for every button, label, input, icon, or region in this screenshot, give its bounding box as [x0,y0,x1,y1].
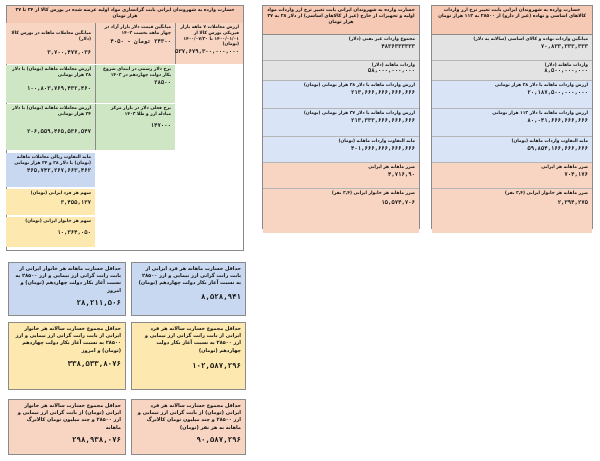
basic-diff-label: مابه التفاوت واردات ماهانه (تومان) [511,139,588,144]
basic-avg-value: ۷۰,۸۳۳,۳۳۳,۳۳۳ [540,43,588,50]
summary-monthly-person-value: ۸,۵۲۸,۹۴۱ [200,291,241,301]
basic-household-label: ضرر ماهانه هر خانوار ایرانی (۳,۴ نفر) [504,191,588,196]
nonoil-monthly-label: واردات ماهانه (دلار) [371,63,415,68]
summary-monthly-person-text: حداقل خسارت ماهانه هر فرد ایرانی از بابت… [138,266,241,287]
basic-diff-row: مابه التفاوت واردات ماهانه (تومان) ۵۹,۸۵… [432,137,592,163]
nonoil-monthly-value: ۵۸,۰۰۰,۰۰۰,۰۰۰ [367,67,415,74]
person-share-cell: سهم هر فرد ایرانی (تومان) ۳,۴۵۵,۱۳۷ [6,189,95,215]
basic-28k-row: ارزش واردات ماهانه با دلار ۲۸ هزار تومان… [432,81,592,109]
bourse-trade-value-label: ارزش معاملات ۷ ماهه بازار فیزیکی بورس کا… [180,25,239,48]
basic-monthly-row: واردات ماهانه (دلار) ۸,۵۰۰,۰۰۰,۰۰۰ [432,61,592,81]
basic-diff-value: ۵۹,۸۵۴,۱۶۶,۶۶۶,۶۶۶ [527,145,588,152]
basic-person-label: ضرر ماهانه هر ایرانی [541,165,588,170]
basic-person-value: ۷۰۴,۱۷۶ [564,171,588,178]
basic-avg-label: میانگین واردات نهاده و کالای اساسی (سالا… [473,37,588,42]
summary-coupon-person: حداقل مجموع خسارت سالانه هر فرد ایرانی (… [131,399,246,455]
panel-basic-header: خسارت وارده به شهروندان ایرانی بابت تغیی… [432,6,592,35]
summary-monthly-household-value: ۲۸,۲۱۱,۵۰۶ [76,297,122,307]
summary-annual-household-value: ۳۳۸,۵۳۳,۸۰۷۶ [67,358,121,368]
basic-113k-row: ارزش واردات ماهانه با دلار ۱۱۳ هزار توما… [432,109,592,137]
nonoil-diff-value: ۴۰۱,۶۶۶,۶۶۶,۶۶۶,۶۶۶ [351,145,415,152]
avg-dollar-value: ۲۴۳۰۰ تومان - ۴۰۵۰ [110,38,171,45]
trade-24k-label: ارزش معاملات ماهانه (تومان) با دلار ۲۴ ه… [12,106,91,117]
nonoil-household-label: ضرر ماهانه هر خانوار ایرانی (۳,۴ نفر) [331,191,415,196]
basic-monthly-value: ۸,۵۰۰,۰۰۰,۰۰۰ [544,67,588,74]
current-dollar-cell: نرخ فعلی دلار در بازار مرکز مبادله ارز و… [95,104,175,150]
rial-diff-value: ۴۶۵,۷۴۲,۲۶۷,۶۶۳,۴۶۲ [27,167,91,174]
panel-basic-goods: خسارت وارده به شهروندان ایرانی بابت تغیی… [431,5,593,233]
nonoil-37k-label: ارزش واردات ماهانه با دلار ۳۷ هزار تومان… [303,111,415,116]
trade-24k-cell: ارزش معاملات ماهانه (تومان) با دلار ۲۴ ه… [6,104,95,150]
official-dollar-value: ۲۸۵۰۰ [154,79,171,86]
nonoil-total-label: مجموع واردات غیر نفتی (دلار) [348,37,415,42]
nonoil-household-row: ضرر ماهانه هر خانوار ایرانی (۳,۴ نفر) ۱۵… [263,189,419,233]
nonoil-28k-row: ارزش واردات ماهانه با دلار ۲۸ هزار تومان… [263,81,419,109]
summary-coupon-person-text: حداقل مجموع خسارت سالانه هر فرد ایرانی (… [137,403,241,431]
summary-coupon-person-value: ۹۰,۵۸۷,۲۹۶ [196,434,242,444]
basic-avg-row: میانگین واردات نهاده و کالای اساسی (سالا… [432,35,592,61]
summary-annual-household: حداقل مجموع خسارت سالانه هر خانوار ایران… [8,322,126,390]
nonoil-person-value: ۴,۷۱۶,۹۰ [388,171,415,178]
rial-diff-cell: مابه التفاوت ریالی معاملات ماهانه (تومان… [6,153,95,187]
bourse-trade-value: ۵۳۷,۶۷۹,۳۰۰,۰۰۰,۰۰۰ [175,49,239,56]
nonoil-person-label: ضرر ماهانه هر ایرانی [368,165,415,170]
nonoil-37k-value: ۲۱۳,۳۳۳,۶۶۶,۶۶۶,۶۶۶ [351,117,415,124]
current-dollar-value: ۱۴۷۰۰۰ [150,122,171,129]
basic-monthly-label: واردات ماهانه (دلار) [544,63,588,68]
basic-113k-label: ارزش واردات ماهانه با دلار ۱۱۳ هزار توما… [492,111,588,116]
nonoil-28k-value: ۲۱۳,۶۶۶,۶۶۶,۶۶۶,۶۶۶ [351,89,415,96]
official-dollar-label: نرخ دلار رسمی در ابتدای شروع بکار دولت چ… [102,67,171,78]
basic-28k-value: ۲۰,۱۸۷,۵۰۰,۰۰۰,۰۰۰ [527,89,588,96]
trade-28k-cell: ارزش معاملات ماهانه (تومان) با دلار ۲۸ ه… [6,65,95,103]
summary-coupon-household: حداقل مجموع خسارت سالانه هر خانوار ایران… [8,399,126,455]
rial-diff-label: مابه التفاوت ریالی معاملات ماهانه (تومان… [14,155,91,166]
nonoil-household-value: ۱۵,۵۷۴,۷۰۶ [381,199,415,206]
monthly-avg-cell: میانگین معاملات ماهانه در بورس کالا (دلا… [6,23,95,64]
nonoil-total-value: ۴۸۳۶۳۳۳۳۳۳ [381,43,415,50]
trade-24k-value: ۲۰۶,۵۵۹,۴۶۵,۵۳۶,۵۴۷ [27,128,91,135]
basic-household-row: ضرر ماهانه هر خانوار ایرانی (۳,۴ نفر) ۲,… [432,189,592,233]
summary-monthly-household: حداقل خسارت ماهانه هر خانوار ایرانی از ب… [8,262,126,316]
summary-annual-person-text: حداقل مجموع خسارت سالانه هر فرد ایرانی ا… [144,326,241,354]
panel-nonoil-imports: خسارت وارده به شهروندان ایرانی بابت تغیی… [262,5,420,233]
nonoil-diff-row: مابه التفاوت واردات ماهانه (تومان) ۴۰۱,۶… [263,137,419,163]
nonoil-total-row: مجموع واردات غیر نفتی (دلار) ۴۸۳۶۳۳۳۳۳۳ [263,35,419,61]
avg-dollar-label: میانگین قیمت دلار بازار آزاد در چهار ماه… [104,25,172,36]
monthly-avg-label: میانگین معاملات ماهانه در بورس کالا (دلا… [11,31,91,42]
panel-nonoil-header: خسارت وارده به شهروندان ایرانی بابت تغیی… [263,6,419,35]
panel-bourse-loss: خسارت وارده به شهروندان ایرانی بابت گران… [6,5,244,251]
basic-28k-label: ارزش واردات ماهانه با دلار ۲۸ هزار تومان… [494,83,588,88]
basic-person-row: ضرر ماهانه هر ایرانی ۷۰۴,۱۷۶ [432,163,592,189]
current-dollar-label: نرخ فعلی دلار در بازار مرکز مبادله ارز و… [110,106,171,117]
bourse-trade-value-cell: ارزش معاملات ۷ ماهه بازار فیزیکی بورس کا… [175,23,243,64]
summary-monthly-household-text: حداقل خسارت ماهانه هر خانوار ایرانی از ب… [15,266,121,294]
household-share-cell: سهم هر خانوار ایرانی (تومان) ۱۰,۳۶۴,۰۵۰ [6,217,95,247]
official-dollar-cell: نرخ دلار رسمی در ابتدای شروع بکار دولت چ… [95,65,175,103]
nonoil-37k-row: ارزش واردات ماهانه با دلار ۳۷ هزار تومان… [263,109,419,137]
basic-113k-value: ۸۰,۰۴۱,۶۶۶,۶۶۶,۶۶۶ [527,117,588,124]
nonoil-monthly-row: واردات ماهانه (دلار) ۵۸,۰۰۰,۰۰۰,۰۰۰ [263,61,419,81]
nonoil-28k-label: ارزش واردات ماهانه با دلار ۲۸ هزار تومان… [303,83,415,88]
household-share-value: ۱۰,۳۶۴,۰۵۰ [57,229,91,236]
trade-28k-value: ۱۰۰,۸۰۳,۷۶۹,۴۳۲,۴۶۰ [27,85,91,92]
summary-annual-household-text: حداقل مجموع خسارت سالانه هر خانوار ایران… [15,326,121,354]
summary-annual-person: حداقل مجموع خسارت سالانه هر فرد ایرانی ا… [131,322,246,390]
trade-28k-label: ارزش معاملات ماهانه (تومان) با دلار ۲۸ ه… [12,67,91,78]
basic-household-value: ۲,۳۹۴,۲۷۵ [557,199,588,206]
summary-monthly-person: حداقل خسارت ماهانه هر فرد ایرانی از بابت… [131,262,246,316]
person-share-value: ۳,۴۵۵,۱۳۷ [60,199,91,206]
household-share-label: سهم هر خانوار ایرانی (تومان) [25,219,91,224]
summary-coupon-household-text: حداقل مجموع خسارت سالانه هر خانوار ایران… [17,403,121,431]
monthly-avg-value: ۳,۷۰۰,۴۷۷,۰۳۶ [47,49,91,56]
nonoil-diff-label: مابه التفاوت واردات ماهانه (تومان) [338,139,415,144]
avg-dollar-cell: میانگین قیمت دلار بازار آزاد در چهار ماه… [95,23,175,64]
nonoil-person-row: ضرر ماهانه هر ایرانی ۴,۷۱۶,۹۰ [263,163,419,189]
summary-coupon-household-value: ۲۹۸,۹۳۸,۰۷۶ [72,434,121,444]
person-share-label: سهم هر فرد ایرانی (تومان) [30,191,91,196]
summary-annual-person-value: ۱۰۲,۵۸۷,۲۹۶ [192,360,241,370]
